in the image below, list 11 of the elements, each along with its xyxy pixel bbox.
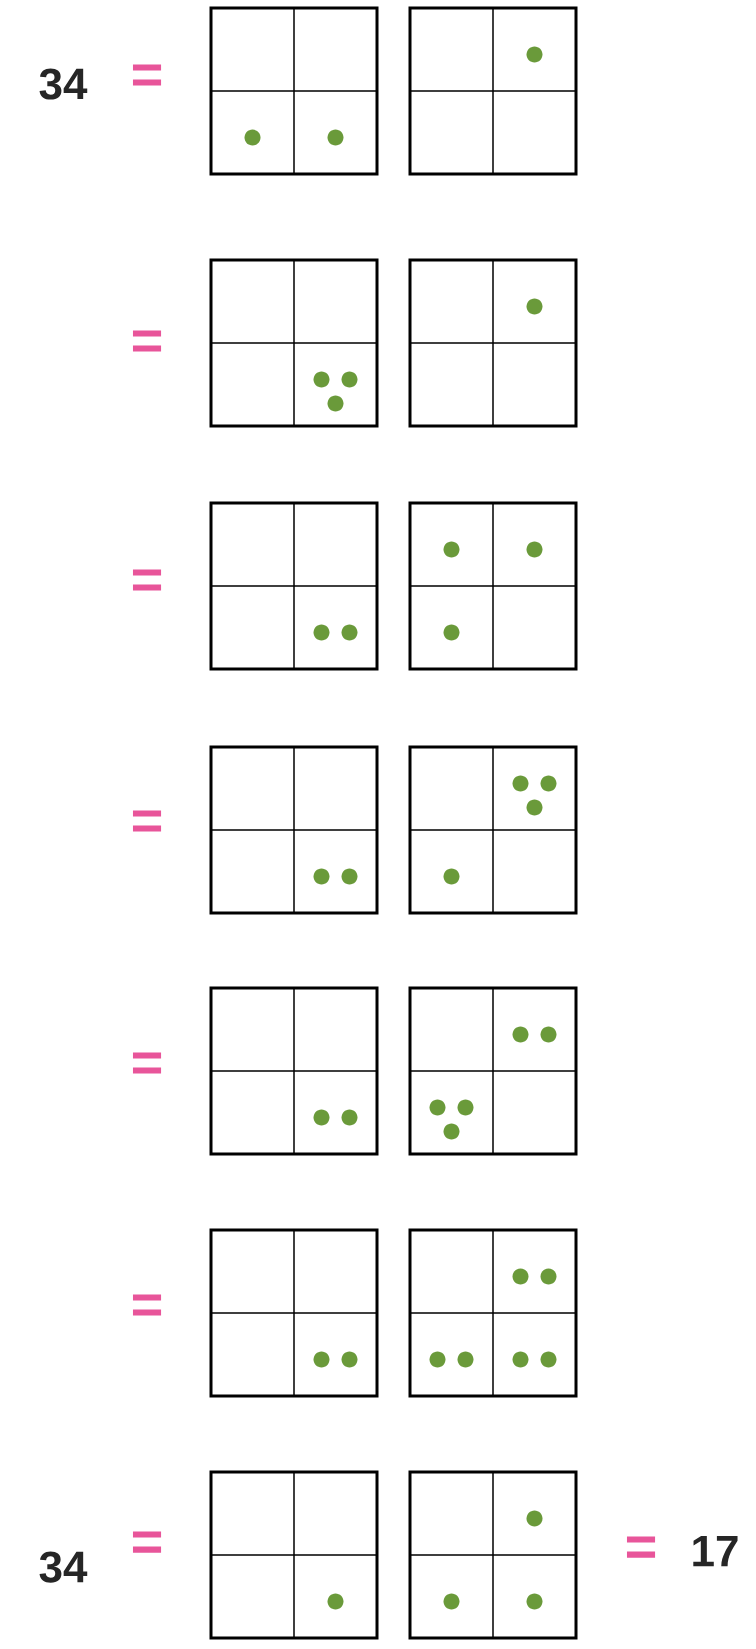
equals-sign: = (132, 330, 162, 352)
equals-sign: = (132, 1052, 162, 1074)
equals-sign: = (132, 1531, 162, 1553)
number: 34 (39, 1551, 88, 1583)
equals-sign: = (132, 569, 162, 591)
equals-sign: = (626, 1536, 656, 1558)
equals-sign: = (132, 810, 162, 832)
equals-sign: = (132, 1294, 162, 1316)
number: 34 (39, 68, 88, 100)
equals-sign: = (132, 64, 162, 86)
number: 17 (693, 1535, 738, 1567)
